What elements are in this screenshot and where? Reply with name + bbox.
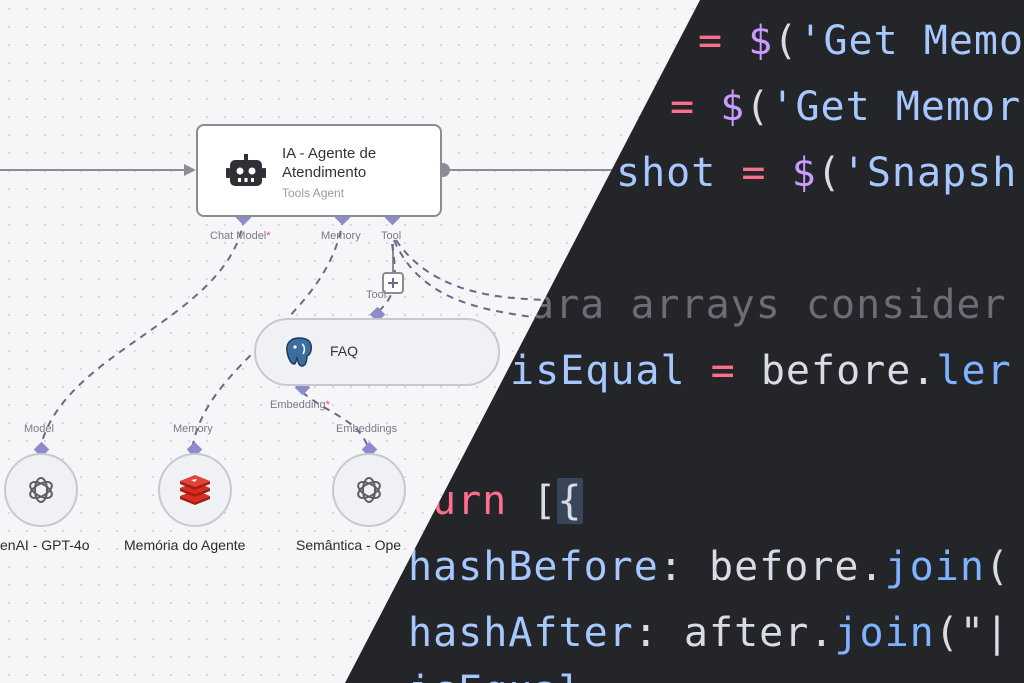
openai-icon xyxy=(357,477,381,503)
code-line-2: = $('Get Memor xyxy=(670,84,1022,130)
embeddings-port-label: Embeddings xyxy=(336,423,398,435)
robot-icon xyxy=(226,154,266,186)
code-line-6: urn [{ xyxy=(432,478,583,524)
plus-icon xyxy=(388,278,398,288)
memory-node-label: Memória do Agente xyxy=(124,537,246,553)
openai-model-node[interactable] xyxy=(4,453,78,527)
memory-node[interactable] xyxy=(158,453,232,527)
faq-node[interactable]: FAQ xyxy=(254,318,500,386)
text-cursor: { xyxy=(557,478,583,524)
tool-port-label: Tool xyxy=(381,230,402,242)
embedding-port-label: Embedding* xyxy=(270,399,330,411)
input-arrow-icon xyxy=(184,164,196,176)
model-node-label: enAI - GPT-4o xyxy=(0,537,90,553)
faq-tool-edge xyxy=(377,243,396,313)
memory-port-label: Memory xyxy=(321,230,361,242)
chat-model-port-label: Chat Model* xyxy=(210,230,271,242)
tool-edge-2 xyxy=(395,239,561,301)
agent-node-subtitle: Tools Agent xyxy=(282,186,345,200)
model-edge xyxy=(39,217,245,451)
code-line-5: isEqual = before.ler xyxy=(510,348,1012,394)
code-line-9: isEqual xyxy=(408,668,584,683)
model-port-label: Model xyxy=(24,423,54,435)
agent-node-title: IA - Agente de Atendimento xyxy=(282,145,377,181)
code-line-4: ara arrays consider xyxy=(530,282,1007,328)
embeddings-node-label: Semântica - Ope xyxy=(296,537,402,553)
tool-edge-1 xyxy=(393,239,541,319)
code-line-7: hashBefore: before.join( xyxy=(408,544,1010,590)
faq-tool-port-label: Tool xyxy=(366,289,387,301)
embeddings-node[interactable] xyxy=(332,453,406,527)
postgresql-icon xyxy=(286,337,312,367)
embedding-edge xyxy=(301,391,370,451)
code-line-3: shot = $('Snapsh xyxy=(616,150,1018,196)
redis-icon xyxy=(180,475,210,505)
openai-icon xyxy=(29,477,53,503)
agent-node[interactable]: IA - Agente de Atendimento Tools Agent xyxy=(196,124,442,217)
code-line-1: = $('Get Memo xyxy=(698,18,1024,64)
faq-node-label: FAQ xyxy=(330,343,359,359)
memory-node-port-label: Memory xyxy=(173,423,213,435)
code-line-8: hashAfter: after.join("| xyxy=(408,610,1010,656)
